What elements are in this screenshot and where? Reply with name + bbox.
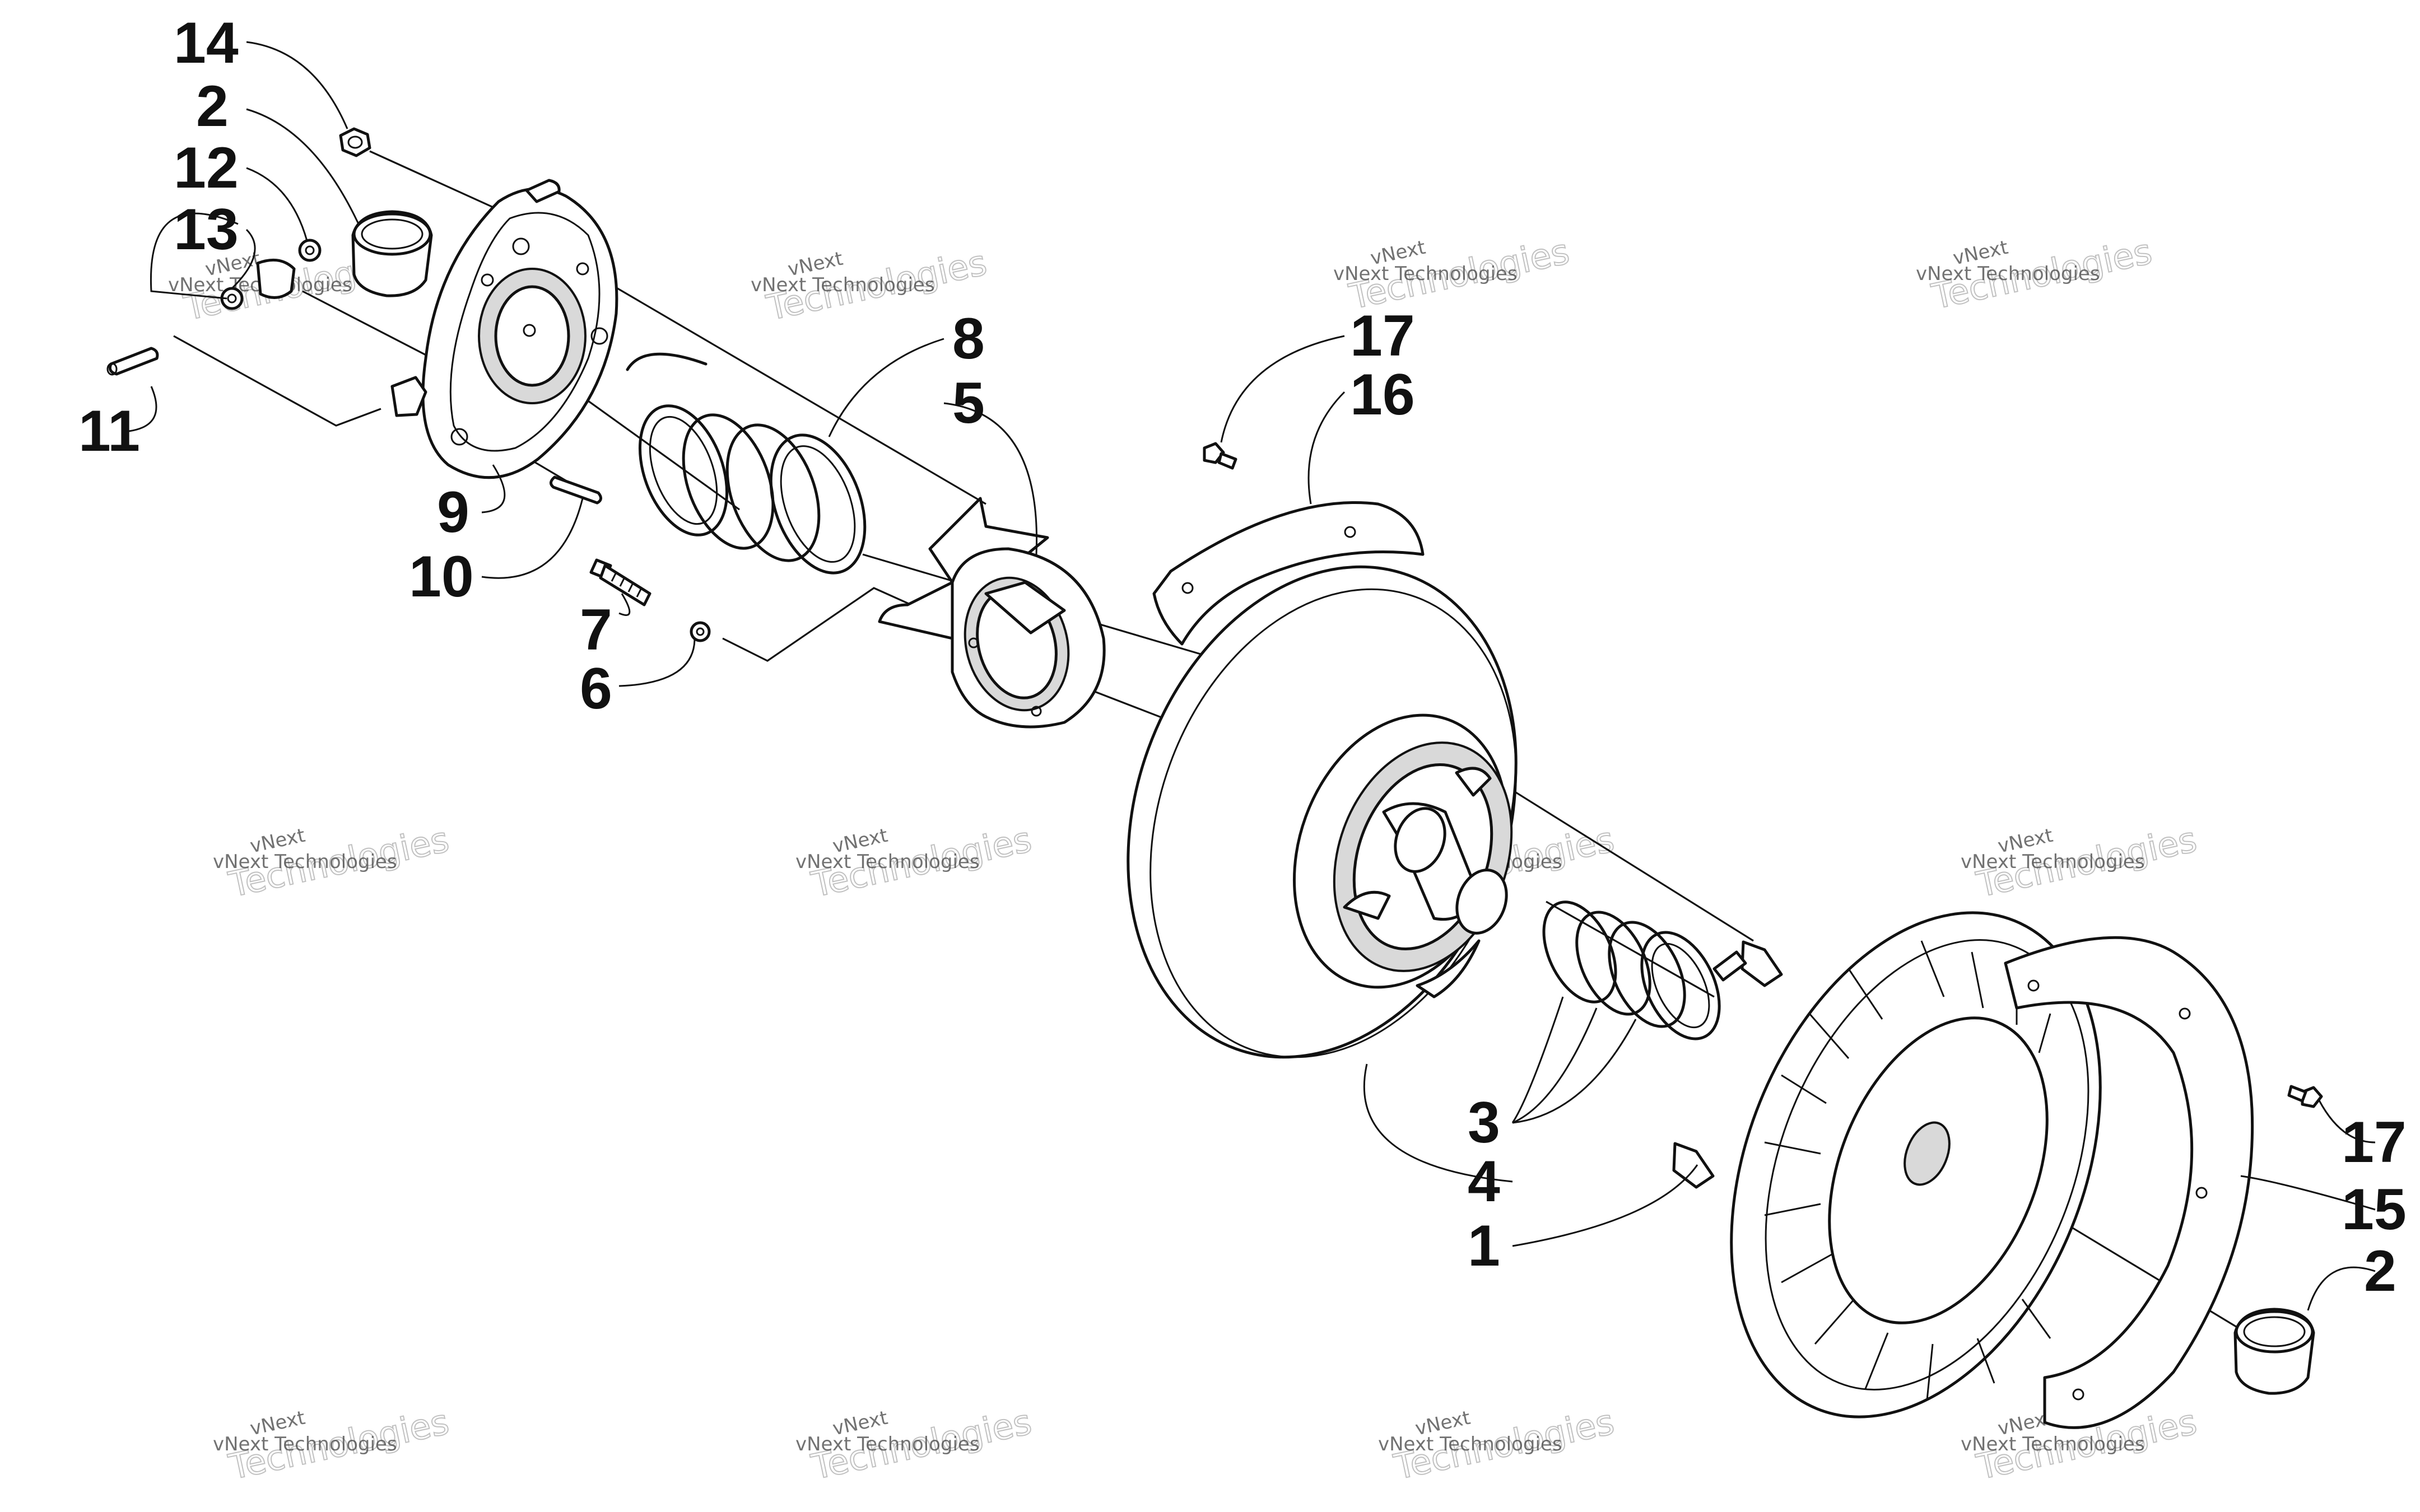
callout-6: 6	[580, 656, 612, 721]
part-2-bushing-bottom	[2233, 1308, 2315, 1395]
callout-12: 12	[174, 136, 239, 200]
callout-13: 13	[174, 197, 239, 262]
part-3-spring	[1542, 900, 1721, 1040]
part-10-roll-pin	[550, 475, 602, 505]
callout-4: 4	[1468, 1149, 1500, 1214]
watermark-text: vNext Technologies	[751, 274, 935, 296]
callout-17-bottom: 17	[2342, 1110, 2407, 1175]
callout-16: 16	[1350, 362, 1415, 427]
part-14-nut	[339, 127, 371, 157]
watermark-text: vNext Technologies	[213, 1433, 397, 1455]
callout-14: 14	[174, 11, 239, 76]
callout-15: 15	[2342, 1177, 2407, 1242]
part-12-washer	[298, 239, 322, 262]
part-16-shield	[1152, 501, 1425, 646]
watermark-text: vNext Technologies	[1961, 1433, 2145, 1455]
part-1-fixed-sheave	[1672, 911, 2102, 1418]
part-7-screw	[589, 558, 651, 606]
callout-7: 7	[580, 598, 612, 662]
watermark-text: vNext Technologies	[213, 851, 397, 873]
callout-11: 11	[78, 399, 140, 464]
callout-numbers: 14 2 12 13 11 9 10 8 5 7 6 17 16 3 4 1 1…	[78, 11, 2407, 1304]
callout-9: 9	[437, 480, 469, 545]
part-17-screw-bottom	[2287, 1085, 2323, 1108]
part-15-shield	[2004, 936, 2254, 1429]
callout-5: 5	[952, 371, 985, 436]
leader-lines	[128, 41, 2376, 1311]
watermark-text: vNext Technologies	[1961, 851, 2145, 873]
cooling-fins	[1764, 940, 2051, 1401]
callout-17-top: 17	[1350, 304, 1415, 368]
watermark-text: vNext Technologies	[795, 851, 980, 873]
part-2-bushing-top	[351, 210, 433, 297]
callout-1: 1	[1468, 1214, 1500, 1278]
callout-10: 10	[409, 544, 474, 609]
part-4-sheave	[1127, 565, 1518, 1059]
callout-8: 8	[952, 306, 985, 371]
part-11-pin	[106, 347, 159, 376]
watermark-text: vNext Technologies	[1333, 263, 1518, 285]
part-5-cam	[878, 497, 1106, 729]
callout-2-bottom: 2	[2364, 1239, 2396, 1304]
part-9-cover	[390, 179, 618, 479]
callout-3: 3	[1468, 1090, 1500, 1155]
part-8-spring	[626, 352, 867, 575]
watermark-text: vNext Technologies	[1916, 263, 2100, 285]
callout-2-top: 2	[196, 74, 229, 139]
watermark-text: vNext Technologies	[1378, 1433, 1562, 1455]
part-17-screw-top	[1203, 442, 1237, 470]
part-6-washer	[690, 621, 711, 642]
part-13-washer	[220, 258, 296, 310]
watermark-text: vNext Technologies	[795, 1433, 980, 1455]
